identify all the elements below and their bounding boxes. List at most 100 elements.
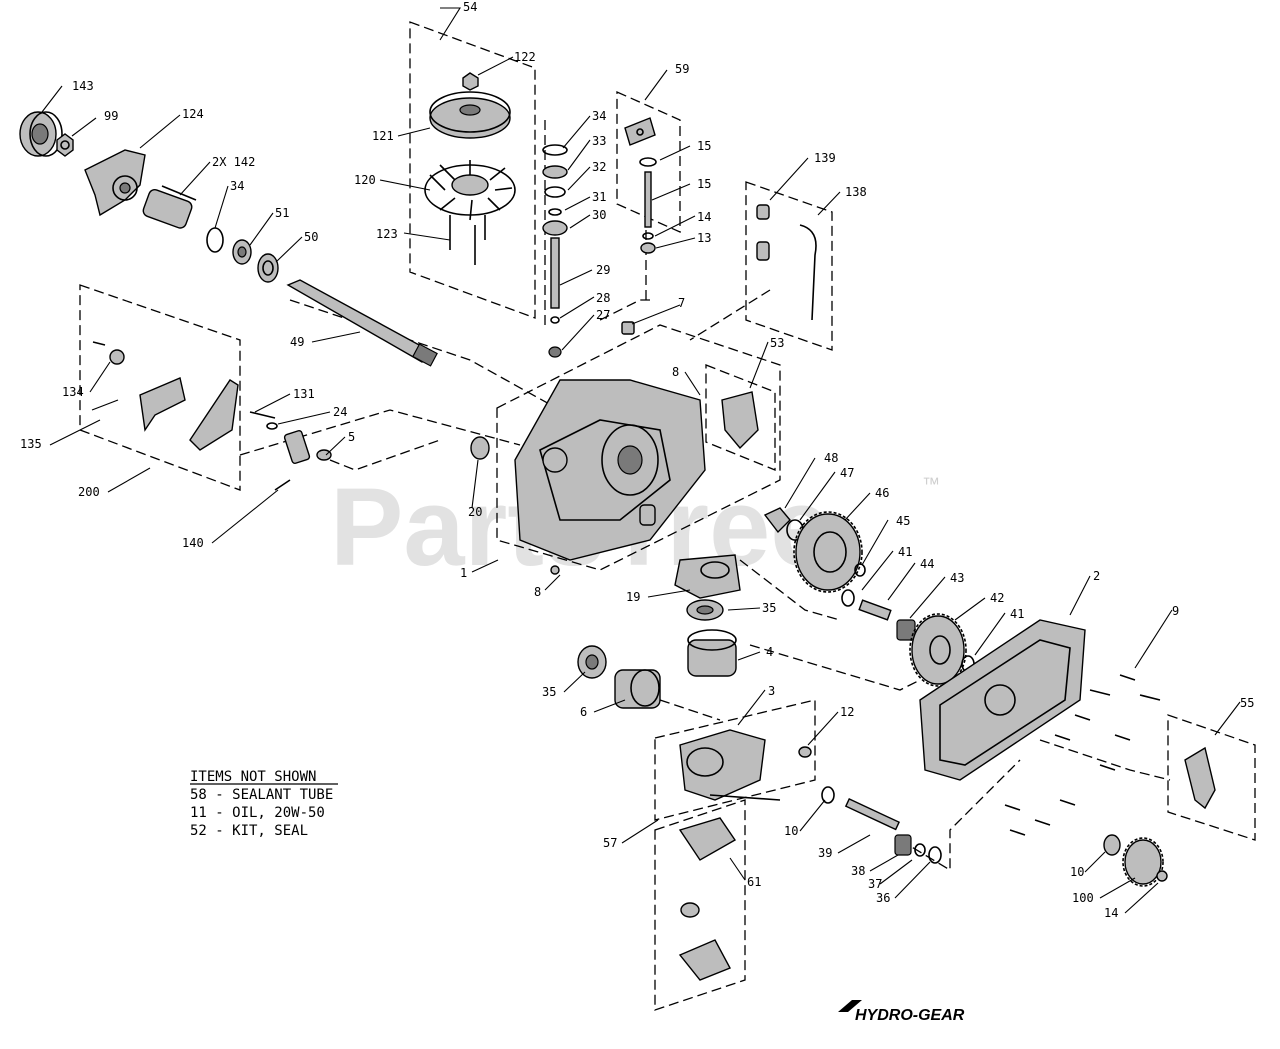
group-box-200 bbox=[79, 284, 241, 491]
callout-53: 53 bbox=[770, 336, 784, 350]
callout-124: 124 bbox=[182, 107, 204, 121]
part-131-24-5-140 bbox=[249, 411, 332, 491]
callout-47: 47 bbox=[840, 466, 854, 480]
callout-34-left: 34 bbox=[230, 179, 244, 193]
part-9-bolts bbox=[1004, 674, 1161, 836]
callout-5: 5 bbox=[348, 430, 355, 444]
callout-120: 120 bbox=[354, 173, 376, 187]
part-59-bracket bbox=[624, 117, 657, 254]
callout-30: 30 bbox=[592, 208, 606, 222]
callout-49: 49 bbox=[290, 335, 304, 349]
callout-135: 135 bbox=[20, 437, 42, 451]
part-53-cover bbox=[721, 391, 759, 450]
callout-35-upper: 35 bbox=[762, 601, 776, 615]
callout-46: 46 bbox=[875, 486, 889, 500]
callout-13: 13 bbox=[697, 231, 711, 245]
items-not-shown-notes: ITEMS NOT SHOWN 58 - SEALANT TUBE 11 - O… bbox=[190, 769, 338, 839]
callout-7: 7 bbox=[678, 296, 685, 310]
callout-32: 32 bbox=[592, 160, 606, 174]
hydro-gear-logo: HYDRO-GEAR bbox=[838, 1000, 965, 1024]
callout-20: 20 bbox=[468, 505, 482, 519]
part-gear-shaft-stack bbox=[821, 786, 942, 864]
group-box-1 bbox=[496, 324, 781, 571]
callout-51: 51 bbox=[275, 206, 289, 220]
callout-138: 138 bbox=[845, 185, 867, 199]
callout-41-upper: 41 bbox=[898, 545, 912, 559]
part-122-nut bbox=[462, 72, 479, 91]
callout-122: 122 bbox=[514, 50, 536, 64]
callout-59: 59 bbox=[675, 62, 689, 76]
watermark-trademark: ™ bbox=[922, 474, 940, 494]
callout-54: 54 bbox=[463, 0, 477, 14]
callout-99: 99 bbox=[104, 109, 118, 123]
part-121-pulley bbox=[429, 91, 511, 139]
part-200-bypass-assembly bbox=[91, 341, 239, 451]
callout-55: 55 bbox=[1240, 696, 1254, 710]
part-19-block bbox=[674, 554, 741, 599]
part-139-138-tube bbox=[756, 204, 817, 321]
callout-123: 123 bbox=[376, 227, 398, 241]
group-box-57 bbox=[654, 799, 746, 1011]
callout-61: 61 bbox=[747, 875, 761, 889]
part-57-61-plates bbox=[678, 817, 737, 981]
part-7-plug bbox=[621, 321, 635, 335]
callout-15-b: 15 bbox=[697, 177, 711, 191]
part-pump-shaft-stack bbox=[542, 144, 568, 358]
hydro-gear-logo-text: HYDRO-GEAR bbox=[855, 1007, 965, 1024]
group-box-139 bbox=[745, 181, 833, 351]
part-41-45-44-43 bbox=[841, 563, 916, 641]
callout-41-lower: 41 bbox=[1010, 607, 1024, 621]
part-123-bolts bbox=[449, 215, 486, 265]
callout-34-right: 34 bbox=[592, 109, 606, 123]
callout-100: 100 bbox=[1072, 891, 1094, 905]
notes-heading: ITEMS NOT SHOWN bbox=[190, 769, 316, 785]
part-6-motor-block bbox=[614, 669, 661, 709]
group-box-55 bbox=[1167, 714, 1256, 841]
leader-lines bbox=[41, 7, 1241, 914]
callout-35-lower: 35 bbox=[542, 685, 556, 699]
callout-142: 2X 142 bbox=[212, 155, 255, 169]
group-box-3 bbox=[654, 699, 816, 821]
callout-1: 1 bbox=[460, 566, 467, 580]
callout-143: 143 bbox=[72, 79, 94, 93]
part-3-center-section bbox=[679, 729, 812, 801]
callout-3: 3 bbox=[768, 684, 775, 698]
callout-29: 29 bbox=[596, 263, 610, 277]
callout-9: 9 bbox=[1172, 604, 1179, 618]
callout-2: 2 bbox=[1093, 569, 1100, 583]
part-124-hub bbox=[84, 149, 146, 217]
callout-4: 4 bbox=[766, 645, 773, 659]
callout-24: 24 bbox=[333, 405, 347, 419]
callout-131: 131 bbox=[293, 387, 315, 401]
hydro-gear-logo-mark bbox=[838, 1000, 862, 1012]
callout-6: 6 bbox=[580, 705, 587, 719]
part-143-bearing bbox=[19, 111, 63, 157]
callout-10-lower: 10 bbox=[1070, 865, 1084, 879]
notes-line-2: 11 - OIL, 20W-50 bbox=[190, 805, 325, 821]
notes-line-1: 58 - SEALANT TUBE bbox=[190, 787, 333, 803]
callout-121: 121 bbox=[372, 129, 394, 143]
callout-8-upper: 8 bbox=[672, 365, 679, 379]
part-142-studs bbox=[142, 185, 197, 229]
callout-38: 38 bbox=[851, 864, 865, 878]
callout-48: 48 bbox=[824, 451, 838, 465]
callout-14-top: 14 bbox=[697, 210, 711, 224]
callout-27: 27 bbox=[596, 308, 610, 322]
part-20-seal bbox=[470, 436, 490, 460]
callout-57: 57 bbox=[603, 836, 617, 850]
part-35-seal-upper bbox=[686, 599, 724, 621]
callout-50: 50 bbox=[304, 230, 318, 244]
callout-15-a: 15 bbox=[697, 139, 711, 153]
part-120-fan bbox=[424, 160, 516, 221]
callout-33: 33 bbox=[592, 134, 606, 148]
notes-line-3: 52 - KIT, SEAL bbox=[190, 823, 308, 839]
callout-42: 42 bbox=[990, 591, 1004, 605]
callout-43: 43 bbox=[950, 571, 964, 585]
callout-44: 44 bbox=[920, 557, 934, 571]
callout-31: 31 bbox=[592, 190, 606, 204]
callout-12: 12 bbox=[840, 705, 854, 719]
group-box-59 bbox=[616, 90, 681, 234]
part-42-gear bbox=[909, 613, 975, 687]
part-99-nut bbox=[56, 133, 74, 157]
part-49-axle bbox=[286, 279, 438, 367]
